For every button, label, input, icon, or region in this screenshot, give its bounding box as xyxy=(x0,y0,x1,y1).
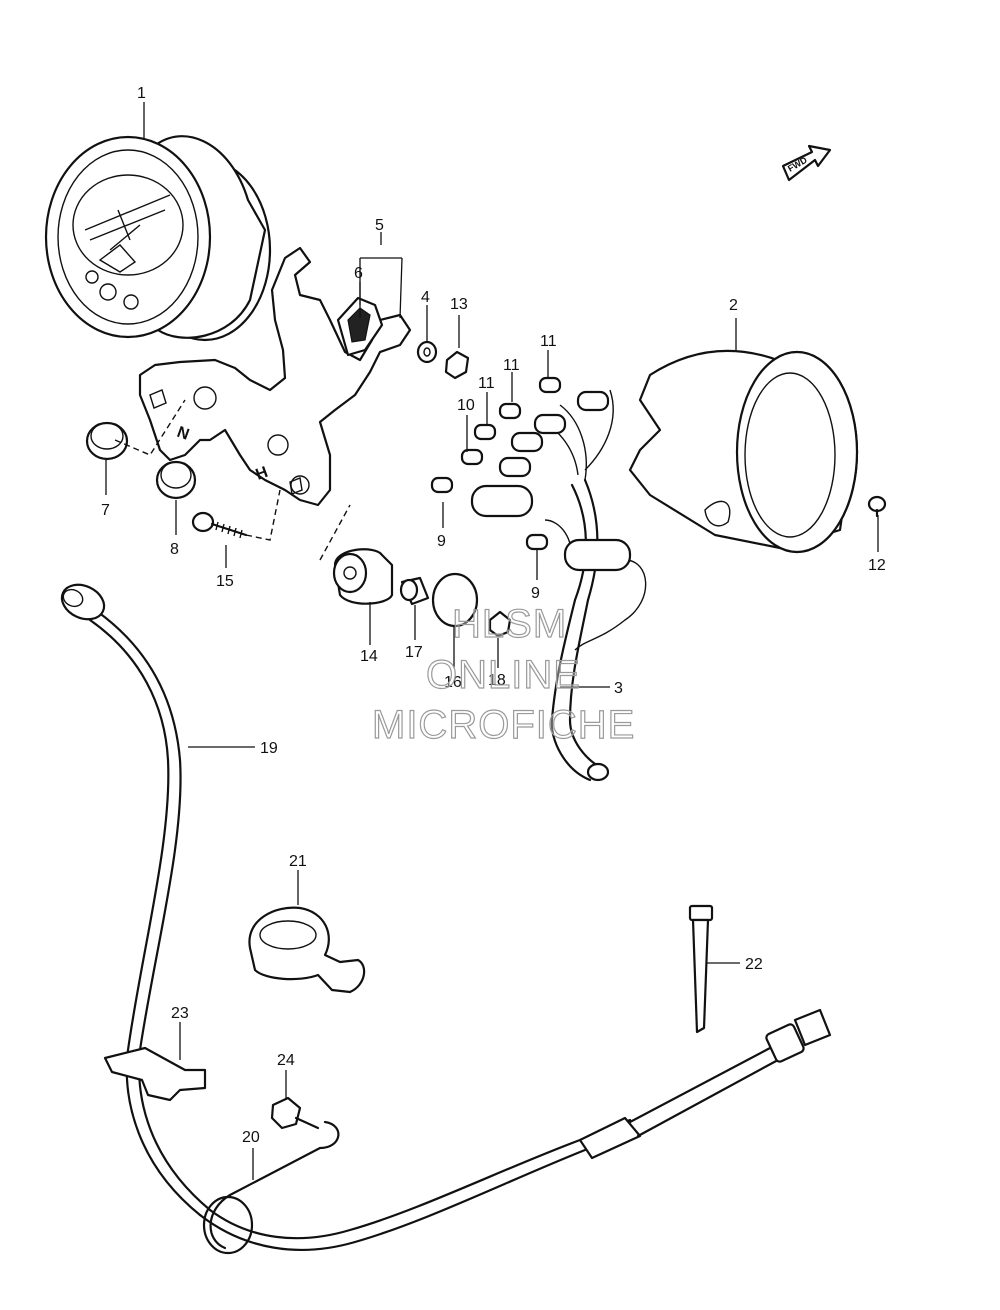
callout-11b: 11 xyxy=(503,357,520,374)
callout-8: 8 xyxy=(170,541,179,558)
screw-12 xyxy=(867,495,887,518)
svg-text:N: N xyxy=(175,424,192,444)
callout-9a: 9 xyxy=(437,533,446,550)
collar-17 xyxy=(399,576,430,606)
callout-15: 15 xyxy=(216,573,234,590)
cable-guide-20 xyxy=(202,1120,340,1255)
callout-17: 17 xyxy=(405,644,423,661)
speedometer-assy xyxy=(44,135,272,342)
cable-tie-22 xyxy=(688,904,714,1034)
speedometer-bracket: N H xyxy=(138,246,412,507)
nut-13 xyxy=(444,350,470,380)
callout-20: 20 xyxy=(242,1129,260,1146)
callout-3: 3 xyxy=(614,680,623,697)
bulbs xyxy=(430,376,562,551)
callout-19: 19 xyxy=(260,740,278,757)
callout-9b: 9 xyxy=(531,585,540,602)
callout-6: 6 xyxy=(354,265,363,282)
callout-11a: 11 xyxy=(540,333,557,350)
callout-labels: 1 2 3 4 5 6 7 8 9 9 10 11 11 11 12 13 14… xyxy=(101,85,886,1146)
cable-holder-21 xyxy=(248,906,366,994)
speedometer-case xyxy=(628,349,859,554)
washer-4-hole xyxy=(423,347,431,357)
nut-18 xyxy=(488,610,512,638)
watermark-line-2: ONLINE xyxy=(426,653,581,697)
callout-10: 10 xyxy=(457,397,475,414)
grommet-14 xyxy=(332,548,394,605)
clamp-23 xyxy=(103,1046,207,1102)
watermark: HLSM ONLINE MICROFICHE xyxy=(371,601,635,747)
cushion-16 xyxy=(431,572,479,628)
callout-11c: 11 xyxy=(478,375,495,392)
wiring-harness xyxy=(539,389,647,782)
fwd-arrow-icon: FWD xyxy=(781,144,832,182)
callout-18: 18 xyxy=(488,672,506,689)
bolt-24 xyxy=(270,1096,320,1130)
callout-24: 24 xyxy=(277,1052,295,1069)
callout-5: 5 xyxy=(375,217,384,234)
callout-12: 12 xyxy=(868,557,886,574)
watermark-line-3: MICROFICHE xyxy=(372,703,635,747)
callout-1: 1 xyxy=(137,85,146,102)
callout-23: 23 xyxy=(171,1005,189,1022)
callout-14: 14 xyxy=(360,648,378,665)
callout-4: 4 xyxy=(421,289,430,306)
watermark-line-1: HLSM xyxy=(452,602,567,646)
cap-8 xyxy=(155,460,197,500)
speedometer-cable xyxy=(60,583,832,1251)
callout-2: 2 xyxy=(729,297,738,314)
callout-21: 21 xyxy=(289,853,307,870)
callout-13: 13 xyxy=(450,296,468,313)
cap-7 xyxy=(85,421,129,461)
callout-16: 16 xyxy=(444,674,462,691)
screw-15 xyxy=(191,511,248,539)
bulb-sockets xyxy=(470,390,632,572)
washer-4 xyxy=(416,340,438,364)
leader-lines xyxy=(105,102,879,1180)
callout-22: 22 xyxy=(745,956,763,973)
svg-text:H: H xyxy=(254,464,271,484)
callout-7: 7 xyxy=(101,502,110,519)
